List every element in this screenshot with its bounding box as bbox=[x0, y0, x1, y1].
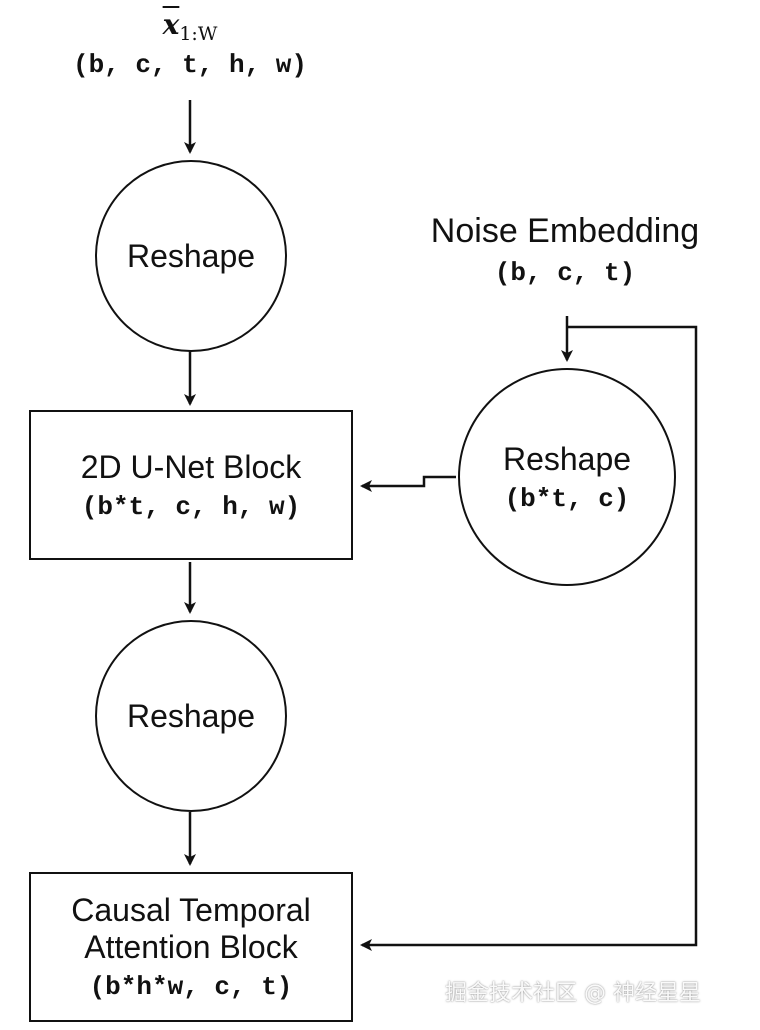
watermark-text: 掘金技术社区 @ 神经星星 bbox=[445, 981, 701, 1006]
noise-embedding-title: Noise Embedding bbox=[430, 212, 700, 250]
noise-embedding-shape: (b, c, t) bbox=[494, 258, 636, 288]
causal-block-label-line2: Attention Block bbox=[84, 929, 298, 965]
causal-block-label-line1: Causal Temporal bbox=[71, 892, 311, 928]
reshape-node-2: Reshape bbox=[95, 620, 287, 812]
reshape-noise-node: Reshape (b*t, c) bbox=[458, 368, 676, 586]
input-symbol: x1:W bbox=[95, 8, 285, 45]
reshape-node-2-label: Reshape bbox=[126, 697, 256, 734]
unet-block: 2D U-Net Block (b*t, c, h, w) bbox=[29, 410, 353, 560]
reshape-node-1-label: Reshape bbox=[126, 237, 256, 274]
input-symbol-x: x bbox=[162, 8, 180, 41]
causal-temporal-attention-block: Causal Temporal Attention Block (b*h*w, … bbox=[29, 872, 353, 1022]
arrow-noise-reshape-to-unet bbox=[360, 475, 456, 492]
input-symbol-subscript: 1:W bbox=[179, 23, 218, 45]
input-shape: (b, c, t, h, w) bbox=[72, 50, 308, 80]
reshape-node-1: Reshape bbox=[95, 160, 287, 352]
reshape-noise-node-shape: (b*t, c) bbox=[504, 483, 630, 514]
reshape-noise-node-label: Reshape bbox=[502, 440, 632, 477]
unet-block-label: 2D U-Net Block bbox=[80, 448, 302, 485]
unet-block-shape: (b*t, c, h, w) bbox=[81, 491, 301, 522]
causal-block-shape: (b*h*w, c, t) bbox=[89, 972, 293, 1002]
